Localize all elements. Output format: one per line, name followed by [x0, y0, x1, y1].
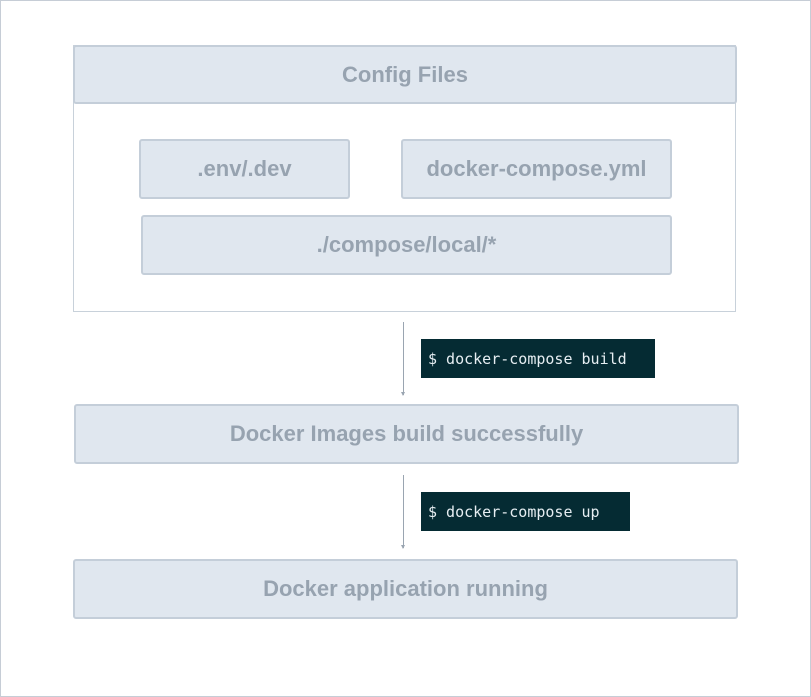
application-running-stage-box: Docker application running	[73, 559, 738, 619]
env-dev-file-box: .env/.dev	[139, 139, 350, 199]
up-arrow	[401, 475, 405, 549]
docker-compose-yml-file-box: docker-compose.yml	[401, 139, 672, 199]
docker-compose-build-command: $ docker-compose build	[421, 339, 655, 378]
config-files-header: Config Files	[73, 45, 737, 104]
build-arrow	[401, 322, 405, 396]
compose-local-dir-box: ./compose/local/*	[141, 215, 672, 275]
docker-compose-up-command: $ docker-compose up	[421, 492, 630, 531]
images-built-stage-box: Docker Images build successfully	[74, 404, 739, 464]
